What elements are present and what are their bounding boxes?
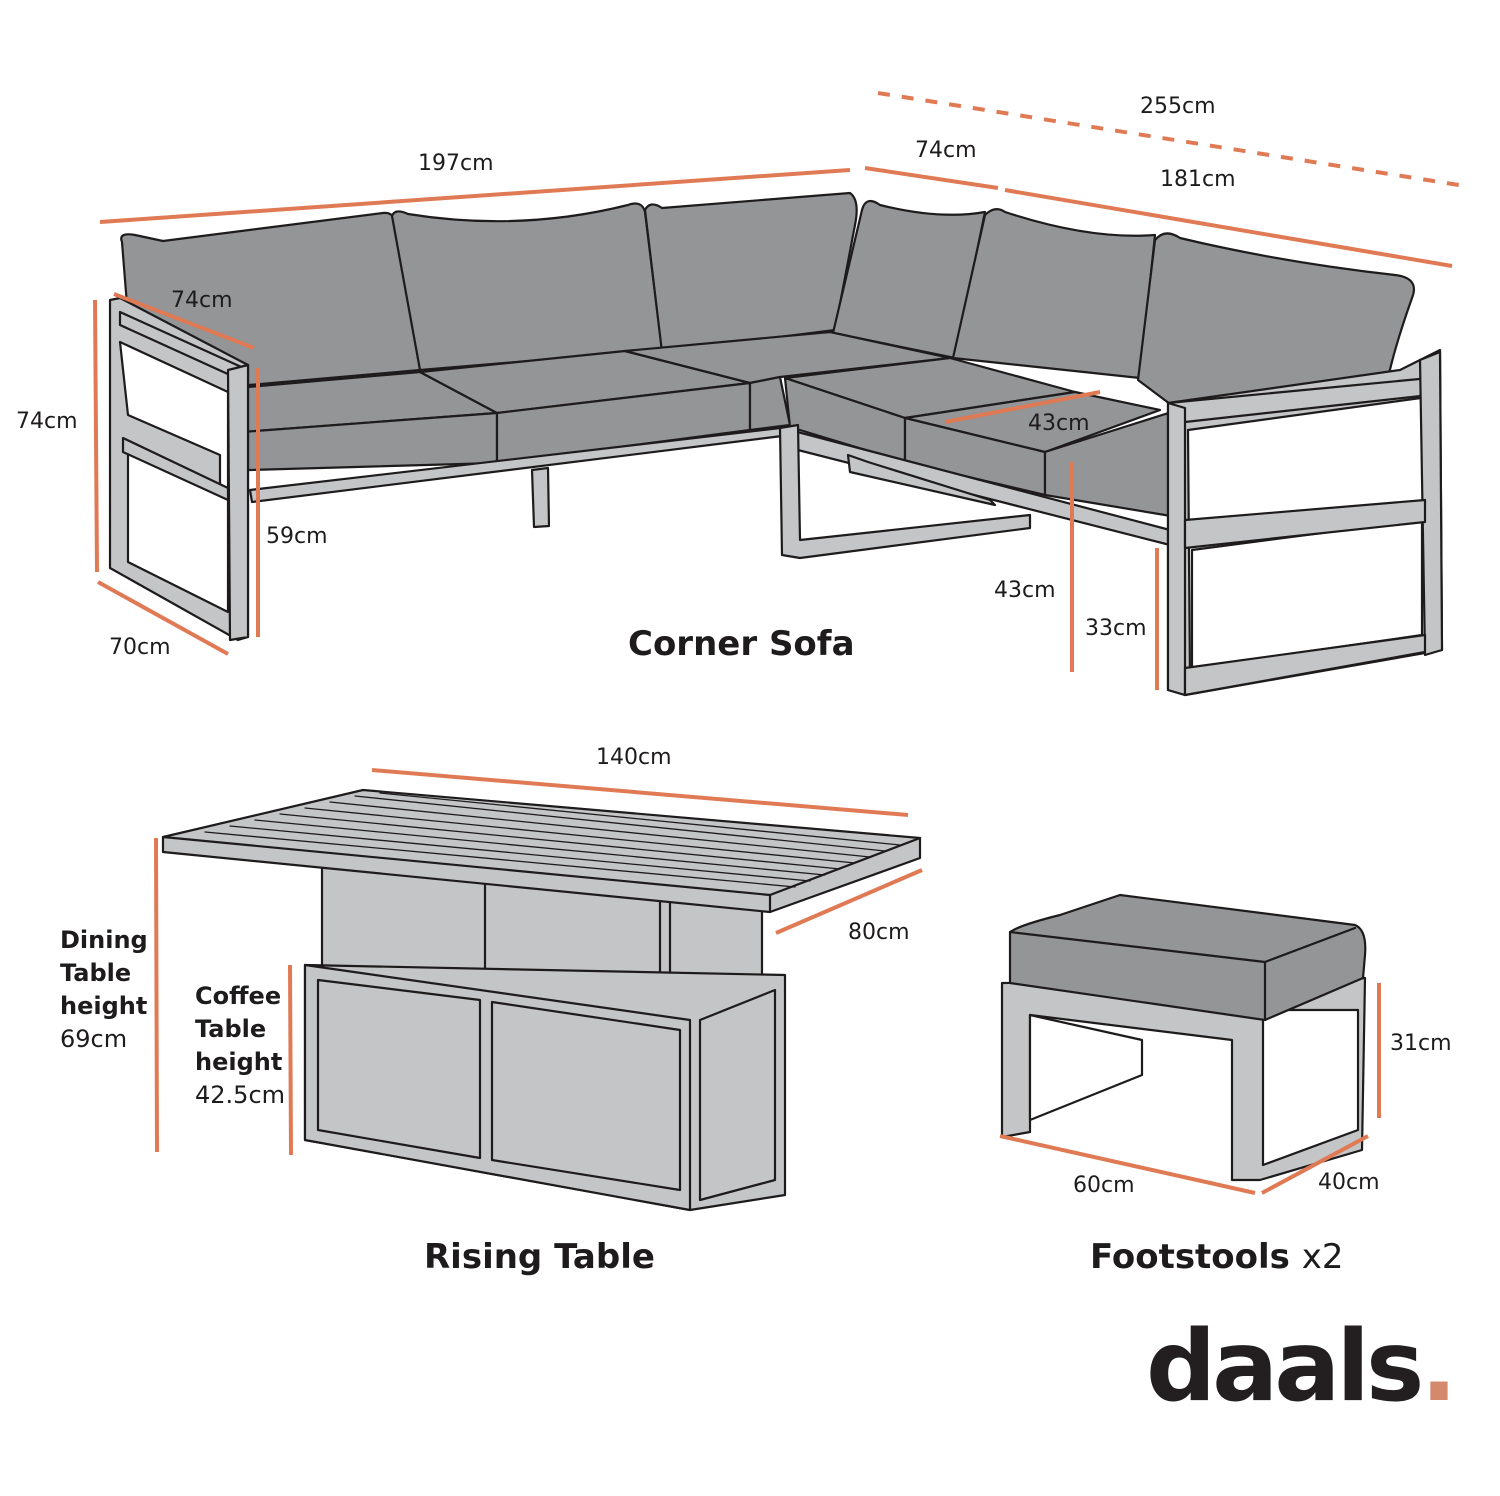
frame-sled [846,453,997,507]
dim-sofa-clearance-33: 33cm [1085,616,1147,641]
footstools-quantity: x2 [1301,1237,1344,1277]
dining-line2: Table [60,959,132,987]
coffee-height-label: Coffee Table height 42.5cm [195,980,285,1112]
daals-logo: daals. [1146,1318,1458,1416]
table-slats [204,792,901,888]
dim-table-140: 140cm [596,745,672,770]
dining-value: 69cm [60,1025,128,1053]
logo-dot: . [1420,1310,1457,1424]
dimension-lines [93,91,1466,1195]
dim-sofa-255: 255cm [1140,94,1216,119]
dim-footstool-40: 40cm [1318,1170,1380,1195]
frame-arm [1418,350,1444,657]
dim-sofa-181: 181cm [1160,167,1236,192]
corner-sofa-title: Corner Sofa [628,624,855,664]
logo-text: daals [1146,1310,1424,1424]
dim-sofa-height-74: 74cm [16,409,78,434]
corner-sofa-illustration [108,191,1444,697]
dim-sofa-base-70: 70cm [109,635,171,660]
coffee-line3: height [195,1048,283,1076]
footstool-illustration [1000,893,1367,1182]
back-cushion [390,202,664,372]
footstools-title-text: Footstools [1090,1237,1290,1277]
coffee-line1: Coffee [195,982,282,1010]
frame-leg [530,466,551,529]
dim-sofa-corner-74: 74cm [915,138,977,163]
dim-footstool-60: 60cm [1073,1173,1135,1198]
frame-arm [1183,498,1427,550]
seat-cushion [748,375,792,432]
dining-line1: Dining [60,926,148,954]
dim-sofa-arm-height-59: 59cm [266,524,328,549]
dining-height-label: Dining Table height 69cm [60,924,148,1056]
coffee-value: 42.5cm [195,1081,286,1109]
rising-table-illustration [161,788,922,1212]
frame-arm [226,363,250,642]
back-cushion [831,199,987,360]
coffee-line2: Table [195,1015,267,1043]
back-cushion [951,208,1157,380]
frame-arm [1183,633,1427,697]
dim-sofa-arm-74: 74cm [171,288,233,313]
rising-table-title: Rising Table [424,1237,655,1277]
dim-sofa-seat-height-43: 43cm [994,578,1056,603]
footstools-title: Footstools x2 [1090,1240,1344,1274]
dim-footstool-31: 31cm [1390,1031,1452,1056]
dining-line3: height [60,992,148,1020]
frame-sled [778,423,1032,560]
footstool-cushion [1008,893,1367,1022]
frame-arm [1166,401,1187,697]
dim-table-80: 80cm [848,920,910,945]
back-cushion [643,191,858,354]
dim-sofa-197: 197cm [418,151,494,176]
dim-sofa-seat-depth-43: 43cm [1028,411,1090,436]
frame-arm [121,436,230,502]
